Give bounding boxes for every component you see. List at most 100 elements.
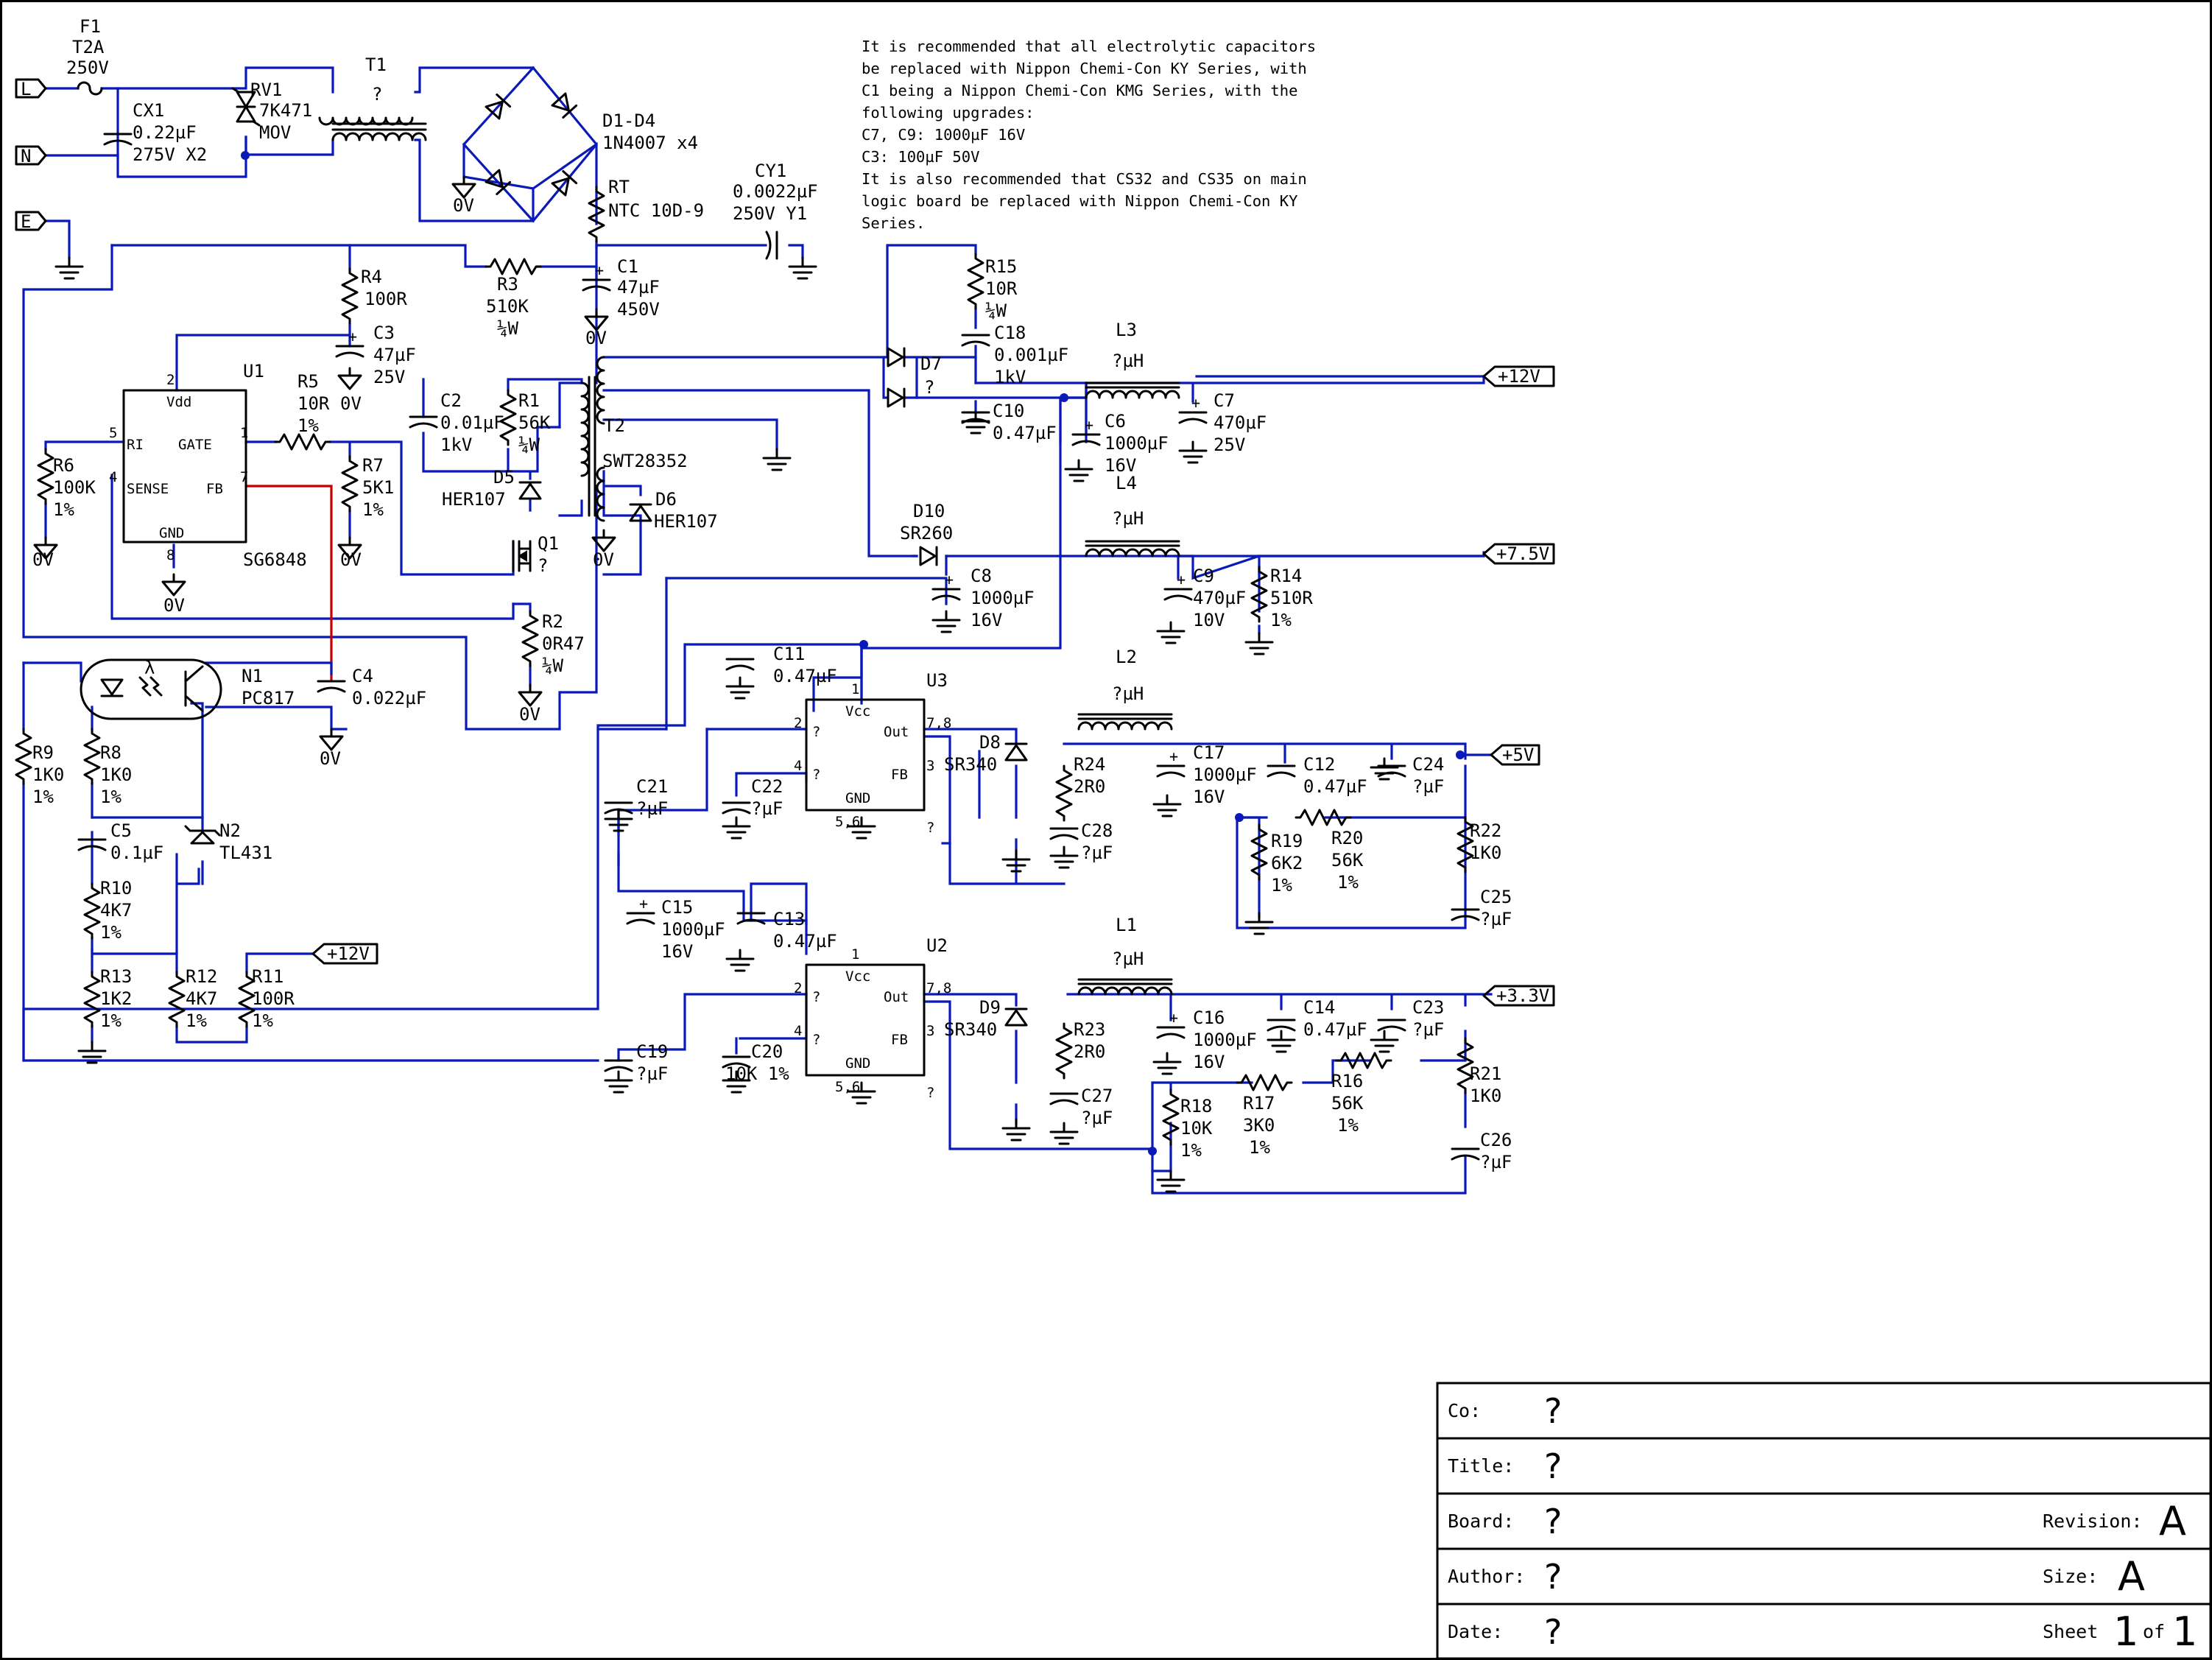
svg-text:10K: 10K bbox=[1180, 1118, 1213, 1139]
svg-text:U1: U1 bbox=[243, 361, 264, 381]
svg-text:16V: 16V bbox=[1105, 455, 1136, 476]
svg-text:+7.5V: +7.5V bbox=[1496, 544, 1549, 564]
svg-text:R14: R14 bbox=[1270, 566, 1302, 586]
svg-text:6K2: 6K2 bbox=[1271, 853, 1303, 873]
svg-text:D9: D9 bbox=[979, 997, 1001, 1018]
svg-text:1%: 1% bbox=[100, 787, 121, 807]
svg-text:?µH: ?µH bbox=[1112, 949, 1144, 969]
svg-text:100R: 100R bbox=[252, 988, 295, 1009]
svg-text:R19: R19 bbox=[1271, 831, 1303, 851]
svg-text:2: 2 bbox=[794, 980, 802, 996]
svg-text:C25: C25 bbox=[1480, 887, 1512, 907]
svg-text:1kV: 1kV bbox=[994, 367, 1026, 387]
svg-text:GND: GND bbox=[159, 525, 184, 541]
svg-text:C28: C28 bbox=[1081, 820, 1113, 841]
svg-text:1%: 1% bbox=[252, 1010, 273, 1031]
u1-sg6848 bbox=[122, 389, 247, 544]
svg-text:0.22µF: 0.22µF bbox=[133, 122, 197, 143]
tb-revision-label: Revision: bbox=[2043, 1510, 2142, 1532]
svg-text:R16: R16 bbox=[1331, 1071, 1363, 1091]
bridge-rectifier bbox=[462, 66, 599, 223]
svg-text:Out: Out bbox=[884, 724, 909, 740]
svg-text:0V: 0V bbox=[593, 549, 614, 570]
svg-text:2: 2 bbox=[166, 372, 175, 388]
labels-controller: U1 Vdd RI GATE SENSE FB GND 2 5 1 4 7 8 … bbox=[53, 361, 718, 676]
svg-text:C19: C19 bbox=[636, 1041, 668, 1062]
svg-text:7,8: 7,8 bbox=[926, 980, 951, 996]
svg-text:λ: λ bbox=[144, 658, 155, 678]
svg-text:D10: D10 bbox=[913, 501, 945, 521]
svg-text:1000µF: 1000µF bbox=[1193, 1030, 1257, 1050]
svg-text:56K: 56K bbox=[518, 412, 551, 433]
u2-regulator bbox=[805, 963, 926, 1077]
svg-text:2: 2 bbox=[794, 715, 802, 731]
svg-text:NTC 10D-9: NTC 10D-9 bbox=[608, 200, 704, 221]
svg-text:450V: 450V bbox=[617, 299, 660, 320]
svg-text:C12: C12 bbox=[1303, 754, 1335, 775]
svg-text:C23: C23 bbox=[1412, 997, 1444, 1018]
svg-text:R12: R12 bbox=[186, 966, 217, 987]
svg-text:1%: 1% bbox=[1337, 872, 1359, 893]
svg-text:C10: C10 bbox=[993, 401, 1024, 421]
svg-text:?: ? bbox=[812, 989, 820, 1005]
svg-text:R7: R7 bbox=[362, 455, 384, 476]
svg-text:C22: C22 bbox=[751, 776, 783, 797]
svg-text:+5V: +5V bbox=[1502, 745, 1534, 765]
port-n: N bbox=[15, 145, 47, 166]
svg-text:0.47µF: 0.47µF bbox=[1303, 1019, 1367, 1040]
svg-text:SR260: SR260 bbox=[900, 523, 953, 544]
svg-text:?µF: ?µF bbox=[1412, 1019, 1444, 1040]
svg-text:Vcc: Vcc bbox=[845, 968, 870, 985]
svg-text:1%: 1% bbox=[1337, 1115, 1359, 1136]
svg-text:0V: 0V bbox=[585, 328, 607, 348]
svg-text:3K0: 3K0 bbox=[1243, 1115, 1275, 1136]
mosfet-q1 bbox=[512, 540, 532, 572]
wires bbox=[22, 66, 1493, 1195]
svg-text:?µF: ?µF bbox=[1480, 1152, 1512, 1172]
svg-text:HER107: HER107 bbox=[654, 511, 718, 532]
svg-text:RV1: RV1 bbox=[250, 80, 282, 100]
svg-text:L4: L4 bbox=[1116, 473, 1137, 493]
svg-text:following upgrades:: following upgrades: bbox=[862, 104, 1035, 122]
tb-of-label: of bbox=[2143, 1621, 2165, 1642]
svg-text:C1 being a Nippon Chemi-Con KM: C1 being a Nippon Chemi-Con KMG Series, … bbox=[862, 82, 1297, 99]
svg-text:C8: C8 bbox=[971, 566, 992, 586]
svg-text:R4: R4 bbox=[361, 267, 382, 287]
svg-text:0V: 0V bbox=[453, 195, 474, 216]
svg-text:C17: C17 bbox=[1193, 742, 1225, 763]
svg-text:7K471: 7K471 bbox=[259, 100, 312, 121]
svg-text:0V: 0V bbox=[163, 595, 185, 616]
optocoupler-n1: λ bbox=[80, 658, 222, 720]
svg-text:U2: U2 bbox=[926, 935, 948, 956]
svg-text:0.01µF: 0.01µF bbox=[440, 412, 504, 433]
svg-text:GATE: GATE bbox=[178, 437, 212, 453]
svg-text:R13: R13 bbox=[100, 966, 132, 987]
component-symbols: λ bbox=[15, 66, 1480, 1161]
tb-sheet-number: 1 bbox=[2113, 1608, 2138, 1655]
shunt-regulator-n2 bbox=[184, 825, 221, 845]
svg-text:RI: RI bbox=[127, 437, 144, 453]
svg-text:?µF: ?µF bbox=[636, 1063, 668, 1084]
svg-text:C13: C13 bbox=[773, 909, 805, 929]
svg-text:R9: R9 bbox=[32, 742, 54, 763]
svg-text:1: 1 bbox=[240, 425, 248, 441]
port-e: E bbox=[15, 211, 47, 232]
svg-text:C15: C15 bbox=[661, 897, 693, 918]
svg-text:510R: 510R bbox=[1270, 588, 1313, 608]
svg-text:275V X2: 275V X2 bbox=[133, 144, 207, 165]
svg-text:16V: 16V bbox=[1193, 787, 1225, 807]
svg-text:510K: 510K bbox=[486, 296, 529, 317]
tb-author-value: ? bbox=[1544, 1557, 1562, 1597]
port-5v: +5V bbox=[1490, 744, 1540, 766]
svg-text:R22: R22 bbox=[1470, 820, 1501, 841]
svg-text:25V: 25V bbox=[1214, 435, 1245, 455]
svg-text:L3: L3 bbox=[1116, 320, 1137, 340]
tb-date-label: Date: bbox=[1448, 1621, 1503, 1642]
svg-text:16V: 16V bbox=[971, 610, 1002, 630]
svg-text:U3: U3 bbox=[926, 670, 948, 691]
svg-text:1%: 1% bbox=[53, 499, 74, 520]
